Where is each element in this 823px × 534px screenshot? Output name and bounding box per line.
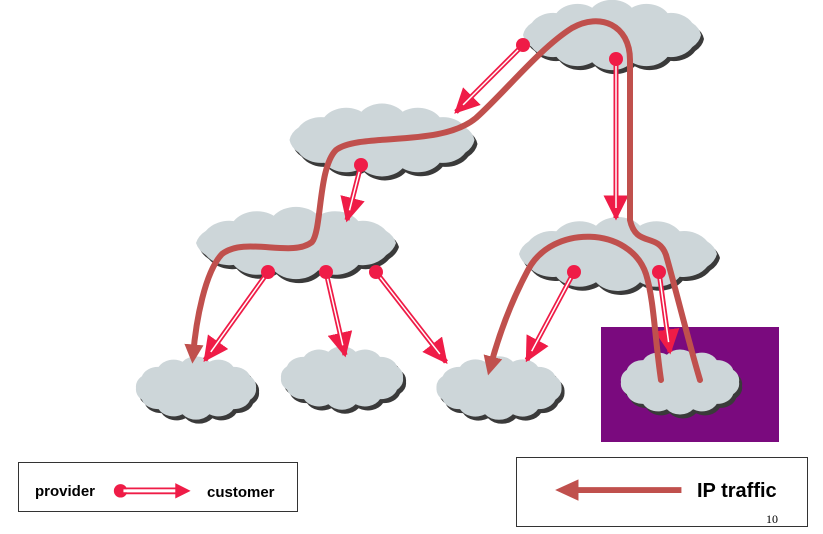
ip-traffic-path xyxy=(184,18,703,383)
ip-traffic-label: IP traffic xyxy=(697,480,777,502)
circle-dot-icon xyxy=(609,52,623,66)
circle-dot-icon xyxy=(354,158,368,172)
cloud-icon xyxy=(519,216,720,296)
customer-label: customer xyxy=(207,484,275,501)
thick-arrow-icon xyxy=(555,479,682,501)
relationship-legend: provider customer xyxy=(18,462,298,512)
cloud-body xyxy=(436,356,562,420)
circle-dot-icon xyxy=(261,265,275,279)
provider-customer-arrow xyxy=(369,265,448,364)
double-line-arrow-icon xyxy=(113,483,191,499)
circle-dot-icon xyxy=(567,265,581,279)
cloud-body xyxy=(280,346,404,410)
cloud-icon xyxy=(523,0,704,75)
ip-traffic-paths xyxy=(184,18,703,383)
ip-traffic-path xyxy=(483,233,664,383)
cloud-body xyxy=(196,206,396,280)
circle-dot-icon xyxy=(516,38,530,52)
provider-customer-arrow xyxy=(340,158,368,223)
provider-customer-arrow xyxy=(454,38,530,114)
cloud-body xyxy=(135,356,257,420)
cloud-body xyxy=(620,349,740,415)
cloud-icon xyxy=(436,356,565,424)
provider-customer-arrow xyxy=(603,52,629,221)
provider-label: provider xyxy=(35,483,96,500)
provider-customer-links xyxy=(202,38,680,364)
cloud-icon xyxy=(620,349,743,419)
cloud-icon xyxy=(135,356,260,424)
cloud-icon xyxy=(280,346,407,414)
page-number: 10 xyxy=(766,512,778,526)
provider-customer-arrow xyxy=(319,265,353,358)
circle-dot-icon xyxy=(652,265,666,279)
provider-customer-arrow xyxy=(202,265,275,363)
circle-dot-icon xyxy=(319,265,333,279)
traffic-legend: IP traffic xyxy=(516,457,808,527)
provider-customer-arrow xyxy=(524,265,581,363)
circle-dot-icon xyxy=(369,265,383,279)
cloud-body xyxy=(523,0,701,71)
provider-customer-arrow xyxy=(652,265,680,355)
